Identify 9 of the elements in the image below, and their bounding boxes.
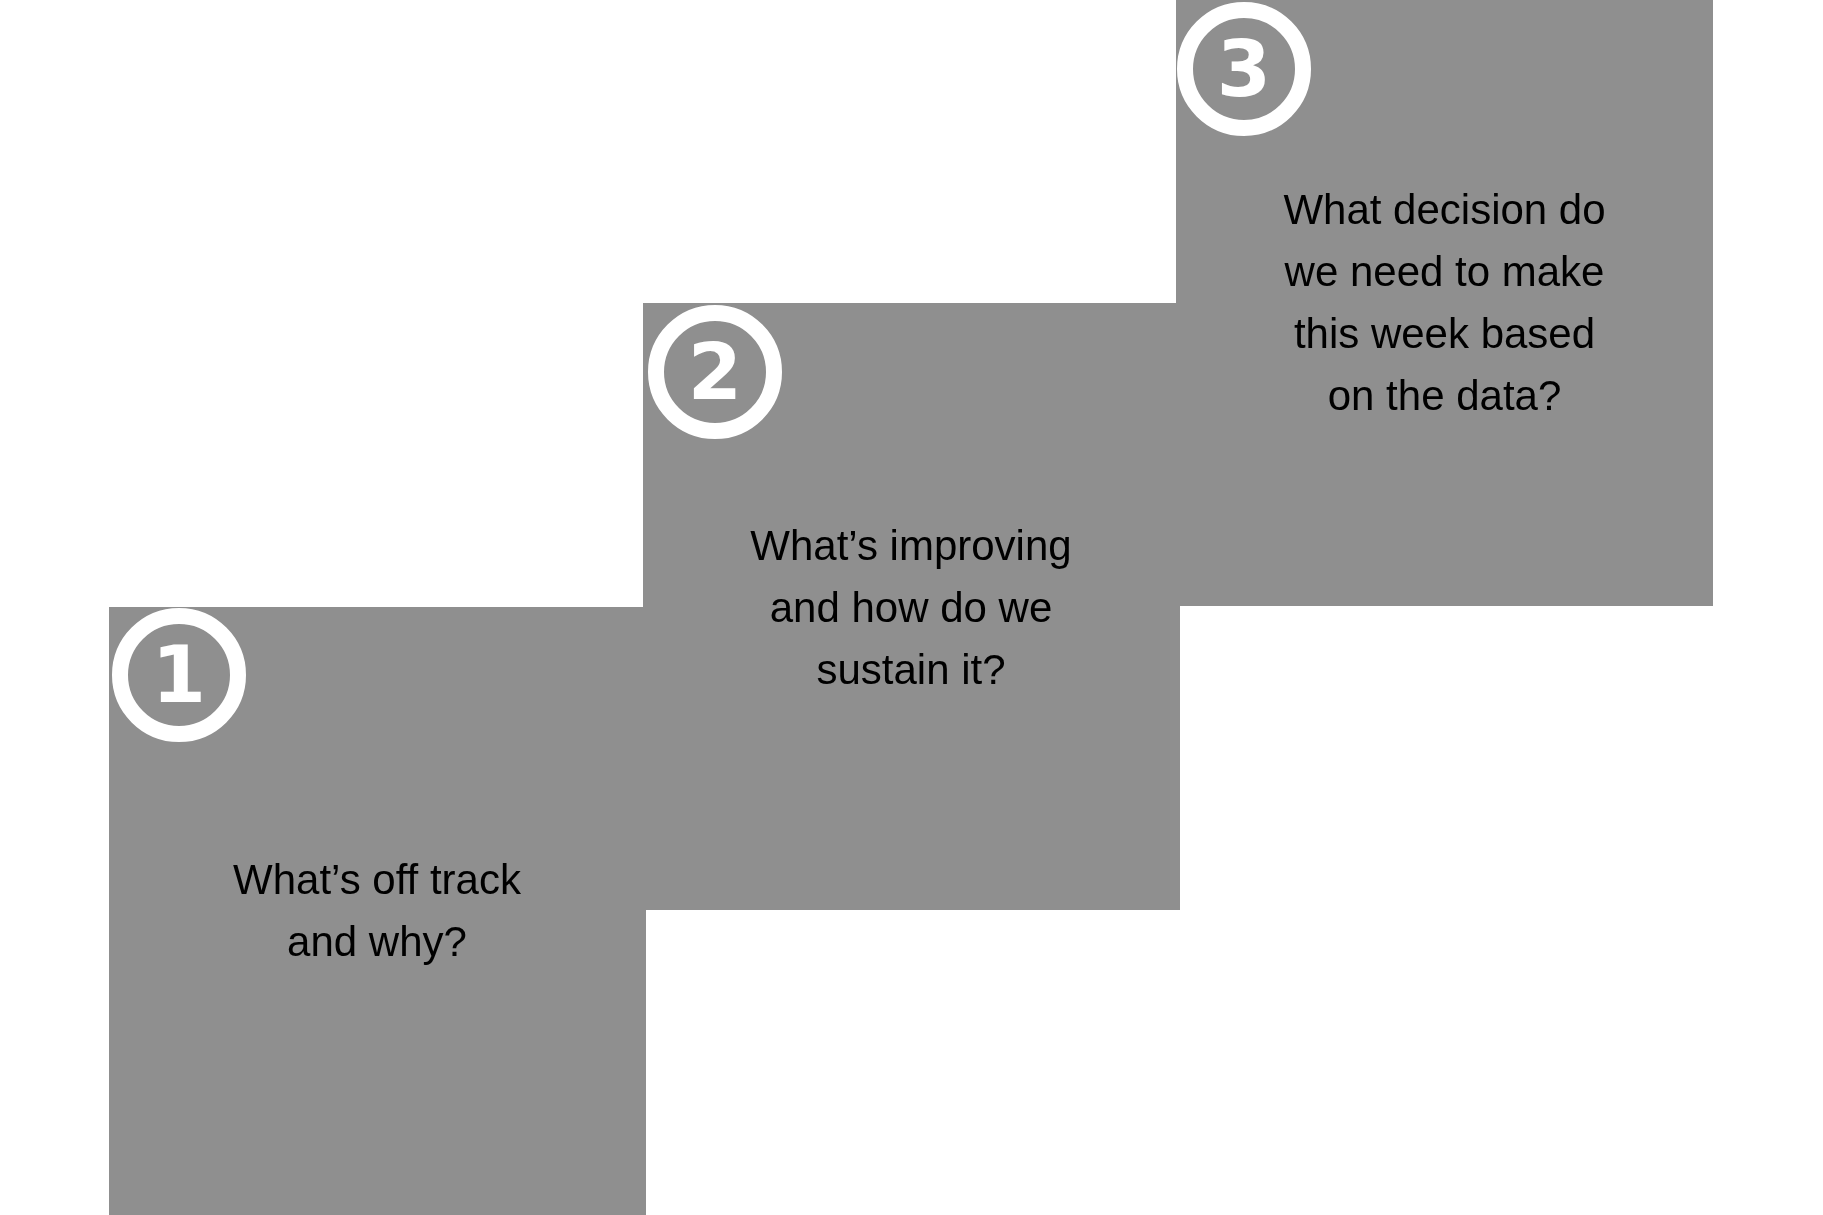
question-text: What’s off track and why? xyxy=(232,855,522,967)
step-number-circle: 3 xyxy=(1177,2,1311,136)
step-number-circle: 1 xyxy=(112,608,246,742)
question-text: What’s improving and how do we sustain it? xyxy=(749,521,1073,695)
question-text: What decision do we need to make this week based on the data? xyxy=(1282,185,1607,421)
step-box xyxy=(1176,0,1713,606)
step-box xyxy=(643,303,1180,910)
step-box xyxy=(109,607,646,1215)
step-number-circle: 2 xyxy=(648,305,782,439)
